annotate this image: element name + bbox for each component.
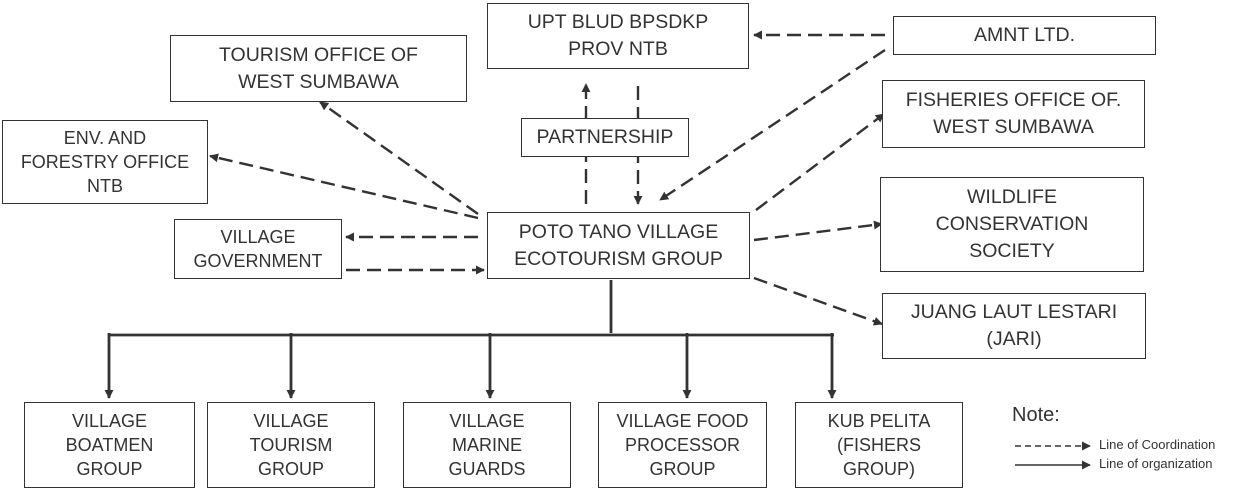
note-title: Note: [1012, 404, 1060, 426]
village-government-label: VILLAGE GOVERNMENT [193, 227, 323, 271]
amnt-label: AMNT LTD. [973, 24, 1076, 46]
legend-organization-label: Line of organization [1099, 456, 1213, 471]
upt-blud-bpsdkp-box: UPT BLUD BPSDKP PROV NTB [487, 3, 749, 69]
coordination-poto-tano-to-jari [753, 276, 883, 326]
village-boatmen-group-box: VILLAGE BOATMEN GROUP [24, 402, 195, 488]
poto-tano-ecotourism-group-label: POTO TANO VILLAGE ECOTOURISM GROUP [514, 220, 723, 270]
wildlife-conservation-society-box: WILDLIFE CONSERVATION SOCIETY [880, 177, 1144, 272]
village-tourism-group-label: VILLAGE TOURISM GROUP [249, 411, 333, 479]
kub-pelita-label: KUB PELITA (FISHERS GROUP) [827, 411, 931, 479]
fisheries-office-box: FISHERIES OFFICE OF. WEST SUMBAWA [882, 80, 1145, 148]
juang-laut-lestari-label: JUANG LAUT LESTARI (JARI) [910, 301, 1118, 350]
village-food-processor-group-box: VILLAGE FOOD PROCESSOR GROUP [598, 402, 767, 488]
kub-pelita-box: KUB PELITA (FISHERS GROUP) [795, 402, 963, 488]
tourism-office-label: TOURISM OFFICE OF WEST SUMBAWA [219, 43, 418, 93]
fisheries-office-label: FISHERIES OFFICE OF. WEST SUMBAWA [905, 89, 1122, 138]
partnership-box: PARTNERSHIP [521, 118, 689, 157]
coordination-poto-tano-to-tourism-office [319, 101, 479, 215]
village-tourism-group-box: VILLAGE TOURISM GROUP [207, 402, 375, 488]
legend-coordination-label: Line of Coordination [1099, 437, 1216, 452]
village-marine-guards-box: VILLAGE MARINE GUARDS [403, 402, 571, 488]
coordination-poto-tano-to-env-forestry [209, 153, 479, 220]
partnership-label: PARTNERSHIP [536, 126, 674, 148]
upt-blud-bpsdkp-label: UPT BLUD BPSDKP PROV NTB [527, 11, 709, 60]
coordination-poto-tano-to-fisheries-office [755, 113, 885, 211]
amnt-box: AMNT LTD. [893, 16, 1156, 55]
wildlife-conservation-society-label: WILDLIFE CONSERVATION SOCIETY [935, 186, 1089, 262]
env-forestry-office-box: ENV. AND FORESTRY OFFICE NTB [2, 120, 208, 204]
juang-laut-lestari-box: JUANG LAUT LESTARI (JARI) [882, 293, 1146, 359]
coordination-amnt-to-poto-tano [659, 49, 886, 201]
poto-tano-ecotourism-group-box: POTO TANO VILLAGE ECOTOURISM GROUP [487, 212, 750, 279]
village-boatmen-group-label: VILLAGE BOATMEN GROUP [65, 411, 154, 479]
coordination-poto-tano-to-wcs [753, 220, 883, 242]
tourism-office-box: TOURISM OFFICE OF WEST SUMBAWA [170, 35, 467, 102]
env-forestry-office-label: ENV. AND FORESTRY OFFICE NTB [20, 128, 190, 196]
village-marine-guards-label: VILLAGE MARINE GUARDS [448, 411, 526, 479]
village-food-processor-group-label: VILLAGE FOOD PROCESSOR GROUP [616, 411, 749, 479]
village-government-box: VILLAGE GOVERNMENT [174, 219, 342, 279]
